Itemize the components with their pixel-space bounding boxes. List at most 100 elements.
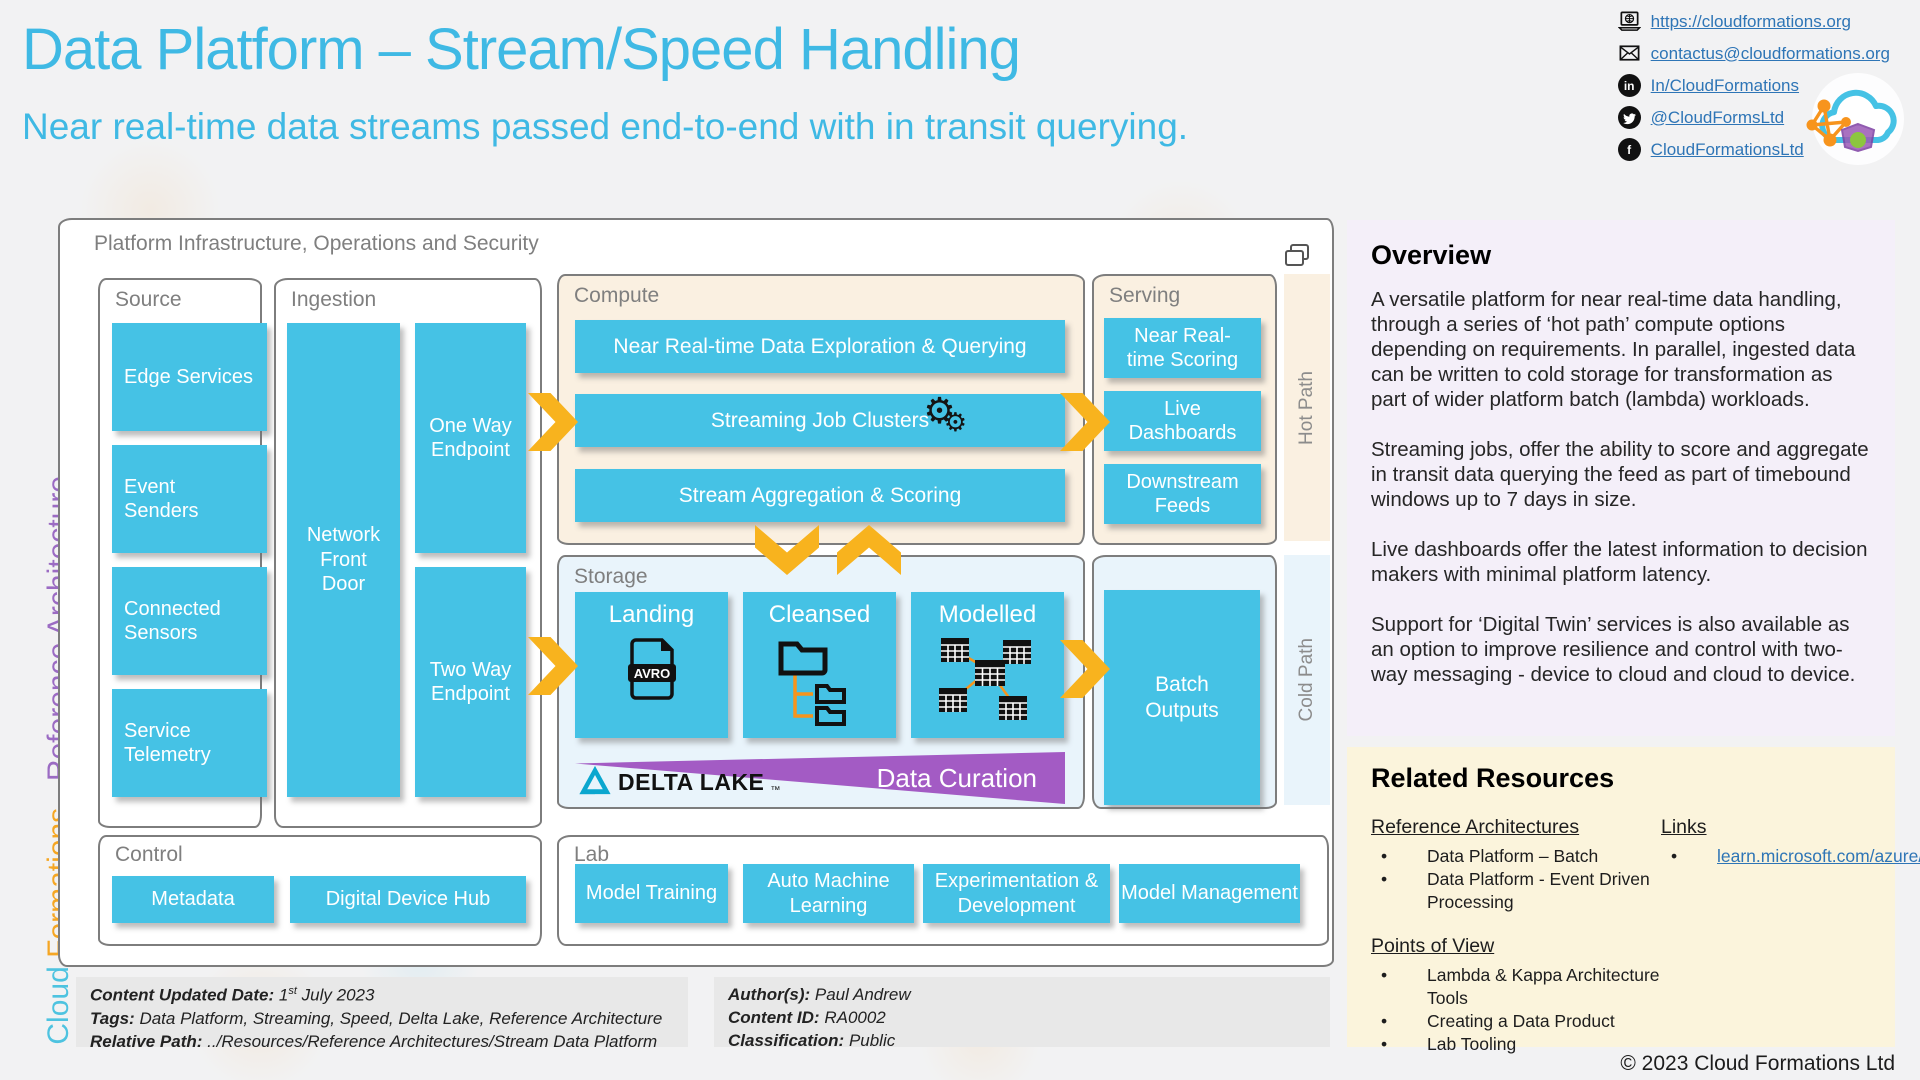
twitter-link[interactable]: @CloudFormsLtd <box>1650 107 1785 127</box>
avro-file-icon: AVRO <box>628 638 676 700</box>
two-way-endpoint: Two Way Endpoint <box>415 567 526 797</box>
batch-outputs: Batch Outputs <box>1104 590 1260 805</box>
network-front-door: Network Front Door <box>287 323 400 797</box>
delta-lake-icon <box>579 765 611 795</box>
twitter-row: @CloudFormsLtd <box>1617 106 1785 129</box>
website-link[interactable]: https://cloudformations.org <box>1650 11 1851 31</box>
storage-label: Storage <box>574 565 648 588</box>
hot-path-strip: Hot Path <box>1284 274 1330 541</box>
metadata-left-bar: Content Updated Date: 1st July 2023 Tags… <box>76 977 688 1051</box>
copyright: © 2023 Cloud Formations Ltd <box>1620 1052 1895 1075</box>
serving-downstream-feeds: Downstream Feeds <box>1104 464 1261 524</box>
storage-landing: Landing AVRO <box>575 592 728 738</box>
reference-architectures-heading: Reference Architectures <box>1371 816 1580 838</box>
author-label: Author(s): <box>728 985 811 1004</box>
linkedin-row: in In/CloudFormations <box>1617 74 1800 97</box>
links-item: learn.microsoft.com/azure/architecture <box>1661 845 1920 868</box>
data-curation-label: Data Curation <box>876 763 1037 793</box>
lab-experimentation: Experimentation & Development <box>923 864 1110 923</box>
email-row: contactus@cloudformations.org <box>1618 42 1890 65</box>
page-subtitle: Near real-time data streams passed end-t… <box>22 106 1189 147</box>
related-heading: Related Resources <box>1371 763 1615 793</box>
source-connected-sensors: Connected Sensors <box>112 567 267 675</box>
serving-live-dashboards: Live Dashboards <box>1104 391 1261 451</box>
storage-modelled: Modelled <box>911 592 1064 738</box>
storage-cleansed: Cleansed <box>743 592 896 738</box>
microsoft-architecture-link[interactable]: learn.microsoft.com/azure/architecture <box>1717 846 1920 866</box>
pov-item: Lambda & Kappa Architecture Tools <box>1371 964 1661 1010</box>
tags-label: Tags: <box>90 1008 135 1028</box>
overview-panel: Overview A versatile platform for near r… <box>1347 220 1895 736</box>
delta-lake-tm: ™ <box>770 785 781 796</box>
folder-hierarchy-icon <box>778 641 846 726</box>
copies-icon <box>1285 244 1309 266</box>
pov-item: Lab Tooling <box>1371 1033 1661 1056</box>
metadata-author-row: Author(s): Paul Andrew <box>728 984 1316 1007</box>
landing-title: Landing <box>608 601 695 628</box>
author-value: Paul Andrew <box>814 985 911 1004</box>
overview-paragraph-3: Live dashboards offer the latest informa… <box>1371 538 1868 586</box>
content-id-value: RA0002 <box>824 1007 886 1027</box>
facebook-link[interactable]: CloudFormationsLtd <box>1650 139 1804 159</box>
compute-bar-aggregation: Stream Aggregation & Scoring <box>575 469 1065 522</box>
linkedin-link[interactable]: In/CloudFormations <box>1650 75 1800 95</box>
source-event-senders: Event Senders <box>112 445 267 553</box>
pov-item: Creating a Data Product <box>1371 1010 1661 1033</box>
control-digital-device-hub: Digital Device Hub <box>290 876 526 923</box>
overview-heading: Overview <box>1371 240 1492 270</box>
email-link[interactable]: contactus@cloudformations.org <box>1650 43 1890 63</box>
linkedin-icon: in <box>1617 74 1641 97</box>
streaming-label: Streaming Job Clusters <box>710 408 930 432</box>
updated-rest: July 2023 <box>296 985 375 1005</box>
compute-bar-exploration: Near Real-time Data Exploration & Queryi… <box>575 320 1065 373</box>
metadata-right-bar: Author(s): Paul Andrew Content ID: RA000… <box>714 977 1330 1050</box>
gears-icon: ⚙⚙ <box>923 391 967 438</box>
content-id-label: Content ID: <box>728 1007 820 1027</box>
metadata-classification-row: Classification: Public <box>728 1030 1316 1053</box>
points-of-view-heading: Points of View <box>1371 935 1495 958</box>
metadata-contentid-row: Content ID: RA0002 <box>728 1007 1316 1030</box>
delta-lake-text: DELTA LAKE <box>618 769 765 795</box>
links-heading: Links <box>1661 816 1707 838</box>
serving-label: Serving <box>1109 284 1181 307</box>
lab-model-training: Model Training <box>575 864 728 923</box>
metadata-tags-row: Tags: Data Platform, Streaming, Speed, D… <box>90 1008 674 1031</box>
hot-path-label: Hot Path <box>1296 370 1317 445</box>
updated-label: Content Updated Date: <box>90 985 275 1005</box>
overview-paragraph-4: Support for ‘Digital Twin’ services is a… <box>1371 613 1856 686</box>
metadata-path-row: Relative Path: ../Resources/Reference Ar… <box>90 1031 674 1054</box>
ref-arch-item: Data Platform – Batch <box>1371 845 1661 868</box>
tables-network-icon <box>939 638 1031 720</box>
serving-near-real-time-scoring: Near Real-time Scoring <box>1104 318 1261 378</box>
brand-cloud: Cloud <box>42 966 75 1045</box>
control-metadata: Metadata <box>112 876 274 923</box>
ref-arch-item: Data Platform - Event Driven Processing <box>1371 868 1661 914</box>
compute-label: Compute <box>574 284 660 307</box>
tags-value: Data Platform, Streaming, Speed, Delta L… <box>139 1008 663 1028</box>
email-icon <box>1619 45 1640 61</box>
cold-path-strip: Cold Path <box>1284 555 1330 805</box>
page-title: Data Platform – Stream/Speed Handling <box>22 17 1021 82</box>
contact-links: https://cloudformations.org contactus@cl… <box>1617 10 1890 161</box>
path-value: ../Resources/Reference Architectures/Str… <box>207 1031 658 1051</box>
avro-label: AVRO <box>634 666 671 681</box>
one-way-endpoint: One Way Endpoint <box>415 323 526 553</box>
related-resources-panel: Related Resources Reference Architecture… <box>1347 747 1920 1055</box>
cloudformations-logo <box>1806 73 1904 165</box>
cleansed-title: Cleansed <box>768 601 871 628</box>
lab-auto-machine-learning: Auto Machine Learning <box>743 864 914 923</box>
lab-label: Lab <box>574 843 610 866</box>
website-row: https://cloudformations.org <box>1617 10 1851 33</box>
path-label: Relative Path: <box>90 1031 203 1051</box>
twitter-icon <box>1617 106 1641 129</box>
facebook-icon: f <box>1617 138 1641 161</box>
updated-ordinal: st <box>288 985 297 997</box>
platform-container: Platform Infrastructure, Operations and … <box>58 218 1334 967</box>
overview-paragraph-1: A versatile platform for near real-time … <box>1371 288 1856 411</box>
updated-day: 1 <box>278 985 289 1005</box>
source-service-telemetry: Service Telemetry <box>112 689 267 797</box>
facebook-row: f CloudFormationsLtd <box>1617 138 1804 161</box>
metadata-updated-row: Content Updated Date: 1st July 2023 <box>90 984 674 1008</box>
modelled-title: Modelled <box>938 601 1037 628</box>
delta-lake-logo: DELTA LAKE ™ <box>578 764 780 796</box>
